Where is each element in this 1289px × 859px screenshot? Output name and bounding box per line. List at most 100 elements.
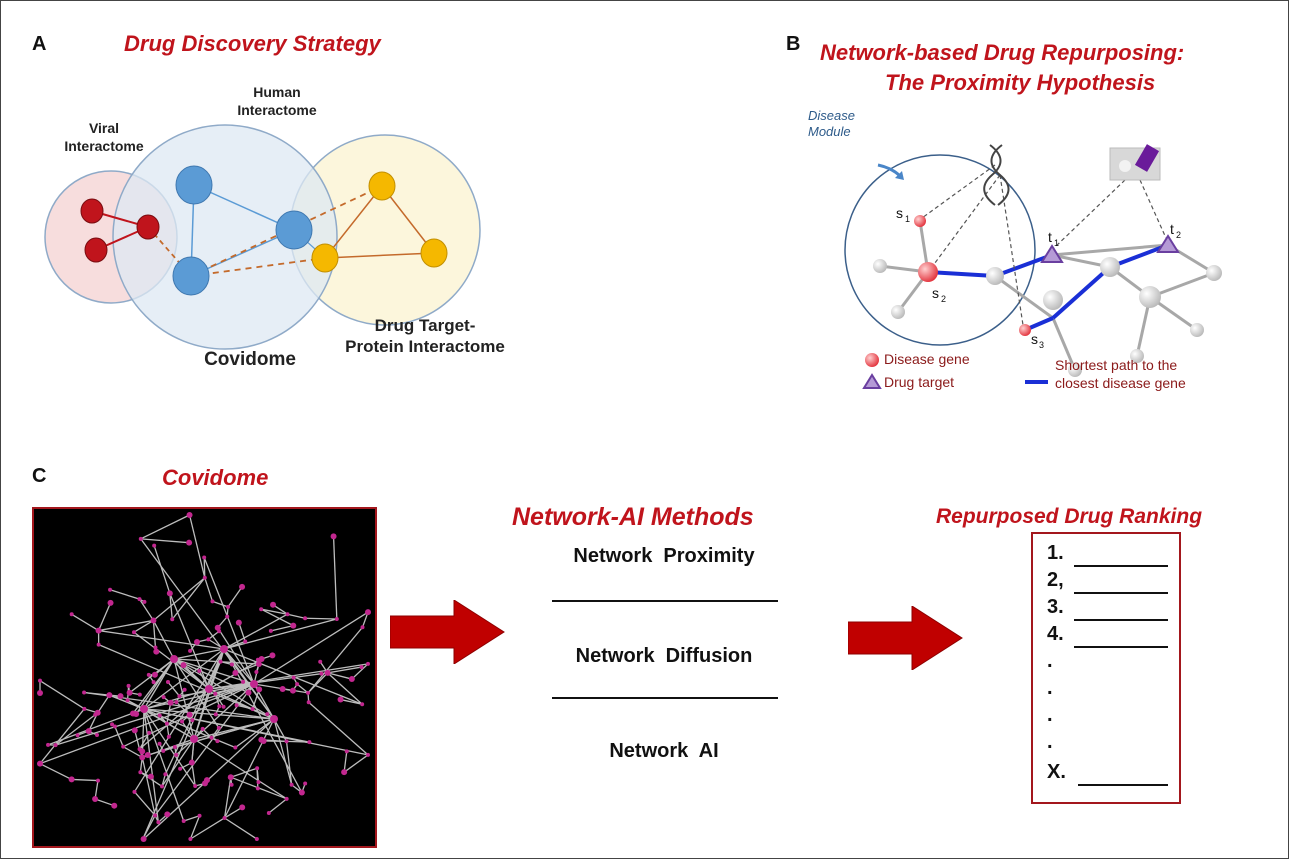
network-edge xyxy=(133,648,225,793)
network-edge xyxy=(270,625,294,632)
network-edge xyxy=(152,620,157,648)
network-node xyxy=(132,789,137,794)
svg-text:1: 1 xyxy=(1054,238,1059,248)
network-node xyxy=(243,639,248,644)
network-edge xyxy=(97,694,110,714)
network-node xyxy=(75,733,80,738)
network-node xyxy=(289,782,294,787)
network-edge xyxy=(203,557,206,578)
rank-item-dot: . xyxy=(1047,731,1053,753)
network-node xyxy=(153,648,160,655)
network-node xyxy=(255,786,260,791)
network-node xyxy=(152,543,157,548)
network-node xyxy=(214,624,221,631)
network-edge xyxy=(212,600,229,608)
network-node xyxy=(85,728,92,735)
network-node xyxy=(126,683,131,688)
network-node xyxy=(38,678,42,683)
network-node xyxy=(139,748,146,755)
network-node xyxy=(366,661,370,666)
network-node xyxy=(226,604,231,609)
network-node xyxy=(194,639,201,646)
network-edge xyxy=(261,608,288,615)
network-edge xyxy=(71,778,99,782)
network-node xyxy=(209,735,214,740)
network-node xyxy=(200,726,205,731)
network-edge xyxy=(114,726,124,747)
method-divider xyxy=(552,600,778,602)
viral-node xyxy=(136,214,160,240)
network-node xyxy=(241,679,246,684)
network-node xyxy=(306,690,311,695)
network-edge xyxy=(327,666,362,674)
disease-gene-s2 xyxy=(918,262,938,282)
network-edge xyxy=(135,658,175,715)
network-node xyxy=(319,671,324,676)
rank-item-dot: . xyxy=(1047,677,1053,699)
human-node xyxy=(275,210,313,250)
network-node xyxy=(164,721,169,726)
rank-blank xyxy=(1074,592,1168,594)
network-node xyxy=(210,599,215,604)
panel-a-letter: A xyxy=(32,33,47,55)
network-node xyxy=(147,773,154,780)
network-node xyxy=(306,700,311,705)
network-edge xyxy=(208,683,255,690)
network-node xyxy=(92,796,99,803)
network-node xyxy=(334,617,339,622)
network-node xyxy=(190,735,198,743)
network-node xyxy=(107,599,114,606)
network-node xyxy=(153,645,158,650)
network-node xyxy=(233,745,238,750)
rank-blank xyxy=(1074,619,1168,621)
network-edge xyxy=(153,577,206,621)
proximity-diagram: s 1 s 2 s 3 t 1 t 2 xyxy=(844,144,1222,389)
network-node xyxy=(360,702,365,707)
s1-label: s xyxy=(896,205,903,221)
panel-c-letter: C xyxy=(32,465,47,487)
network-node xyxy=(172,744,177,749)
network-edge xyxy=(143,683,255,710)
network-node xyxy=(144,752,151,759)
network-edge xyxy=(351,663,369,680)
disease-gene-s3 xyxy=(1019,324,1031,336)
method-network-ai: Network AI xyxy=(609,740,719,762)
network-node xyxy=(131,630,136,635)
network-node xyxy=(258,656,265,663)
network-edge xyxy=(268,798,288,814)
network-edge xyxy=(39,708,85,765)
network-edge xyxy=(173,648,225,660)
network-node xyxy=(186,539,193,546)
viral-node xyxy=(84,237,108,263)
panel-a-title: Drug Discovery Strategy xyxy=(124,31,381,56)
network-edge xyxy=(143,708,185,822)
network-edge xyxy=(122,746,143,758)
network-node xyxy=(131,727,138,734)
network-edge xyxy=(307,672,329,694)
drug-node xyxy=(311,243,339,273)
network-node xyxy=(142,599,147,604)
network-node xyxy=(213,712,218,717)
network-node xyxy=(255,766,260,771)
network-edge xyxy=(143,648,225,710)
network-edge xyxy=(203,557,255,685)
network-node xyxy=(258,736,265,743)
human-node xyxy=(172,256,210,296)
network-edge xyxy=(296,683,309,694)
network-edge xyxy=(71,613,99,632)
network-edge xyxy=(204,577,214,602)
network-edge xyxy=(193,648,225,740)
network-node xyxy=(254,669,259,674)
network-node xyxy=(174,752,179,757)
network-node xyxy=(269,652,276,659)
network-edge xyxy=(230,767,258,778)
network-edge xyxy=(210,727,220,739)
network-edge xyxy=(343,751,348,773)
network-edge xyxy=(260,608,294,627)
network-edge xyxy=(109,589,140,600)
network-edge xyxy=(39,680,85,710)
network-edge xyxy=(223,648,275,720)
network-node xyxy=(206,637,211,642)
rank-item-2: 2, xyxy=(1047,569,1064,591)
